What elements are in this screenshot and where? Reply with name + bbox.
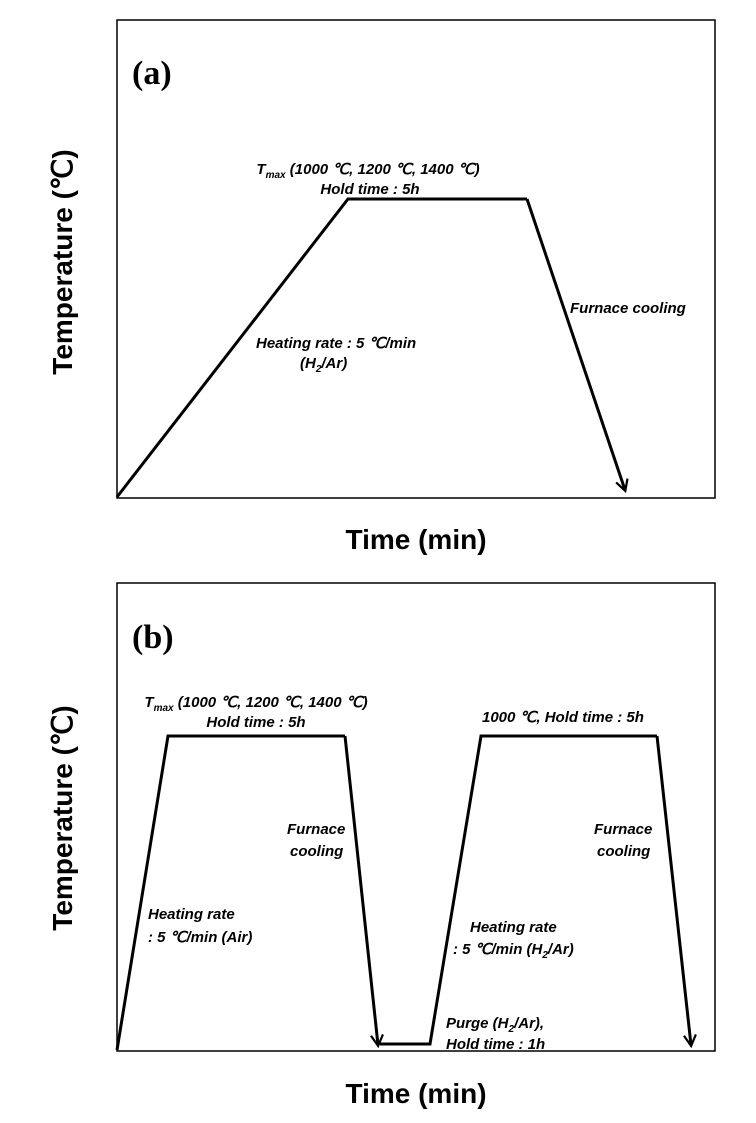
panel-b-second-hold: 1000 ℃, Hold time : 5h — [482, 709, 644, 726]
panel-a-hold-time: Hold time : 5h — [320, 181, 419, 198]
panel-b-cooling-1-line-2: cooling — [290, 843, 343, 860]
panel-b-label: (b) — [132, 619, 174, 656]
panel-b-heating-1-line-1: Heating rate — [148, 906, 235, 923]
panel-a-heating-rate: Heating rate : 5 ℃/min — [256, 335, 416, 352]
panel-b-second-cooling-arrow — [655, 735, 691, 1045]
panel-b-purge-line-1: Purge (H2/Ar), — [446, 1015, 544, 1035]
panel-b-first-cooling-arrow — [343, 735, 378, 1045]
panel-b-cooling-2-line-1: Furnace — [594, 821, 652, 838]
panel-a-cooling-arrow — [525, 198, 625, 490]
panel-b-cooling-1-line-1: Furnace — [287, 821, 345, 838]
panel-a-atmosphere: (H2/Ar) — [300, 355, 347, 375]
panel-a-cooling-label: Furnace cooling — [570, 300, 686, 317]
panel-b-heating-1-line-2: : 5 ℃/min (Air) — [148, 929, 252, 946]
panel-b-tmax-annotation: Tmax (1000 ℃, 1200 ℃, 1400 ℃) — [144, 694, 367, 714]
panel-a-tmax-annotation: Tmax (1000 ℃, 1200 ℃, 1400 ℃) — [256, 161, 479, 181]
panel-a-y-axis-title: Temperature (℃) — [47, 149, 78, 374]
panel-a-temperature-profile — [115, 197, 527, 498]
panel-a-frame — [116, 19, 716, 499]
panel-b-heating-2-line-2: : 5 ℃/min (H2/Ar) — [453, 941, 574, 961]
panel-b-y-axis-title: Temperature (℃) — [47, 705, 78, 930]
panel-a: (a) Tmax (1000 ℃, 1200 ℃, 1400 ℃) Hold t… — [47, 19, 716, 555]
panel-b-second-profile — [380, 734, 657, 1046]
panel-b-hold-time: Hold time : 5h — [206, 714, 305, 731]
panel-b-purge-line-2: Hold time : 1h — [446, 1036, 545, 1053]
panel-a-label: (a) — [132, 55, 172, 92]
panel-a-x-axis-title: Time (min) — [345, 524, 486, 555]
panel-b-x-axis-title: Time (min) — [345, 1078, 486, 1109]
panel-b: (b) Tmax (1000 ℃, 1200 ℃, 1400 ℃) Hold t… — [47, 582, 716, 1109]
panel-b-frame — [116, 582, 716, 1052]
panel-b-first-profile — [115, 734, 345, 1051]
panel-b-heating-2-line-1: Heating rate — [470, 919, 557, 936]
panel-b-cooling-2-line-2: cooling — [597, 843, 650, 860]
